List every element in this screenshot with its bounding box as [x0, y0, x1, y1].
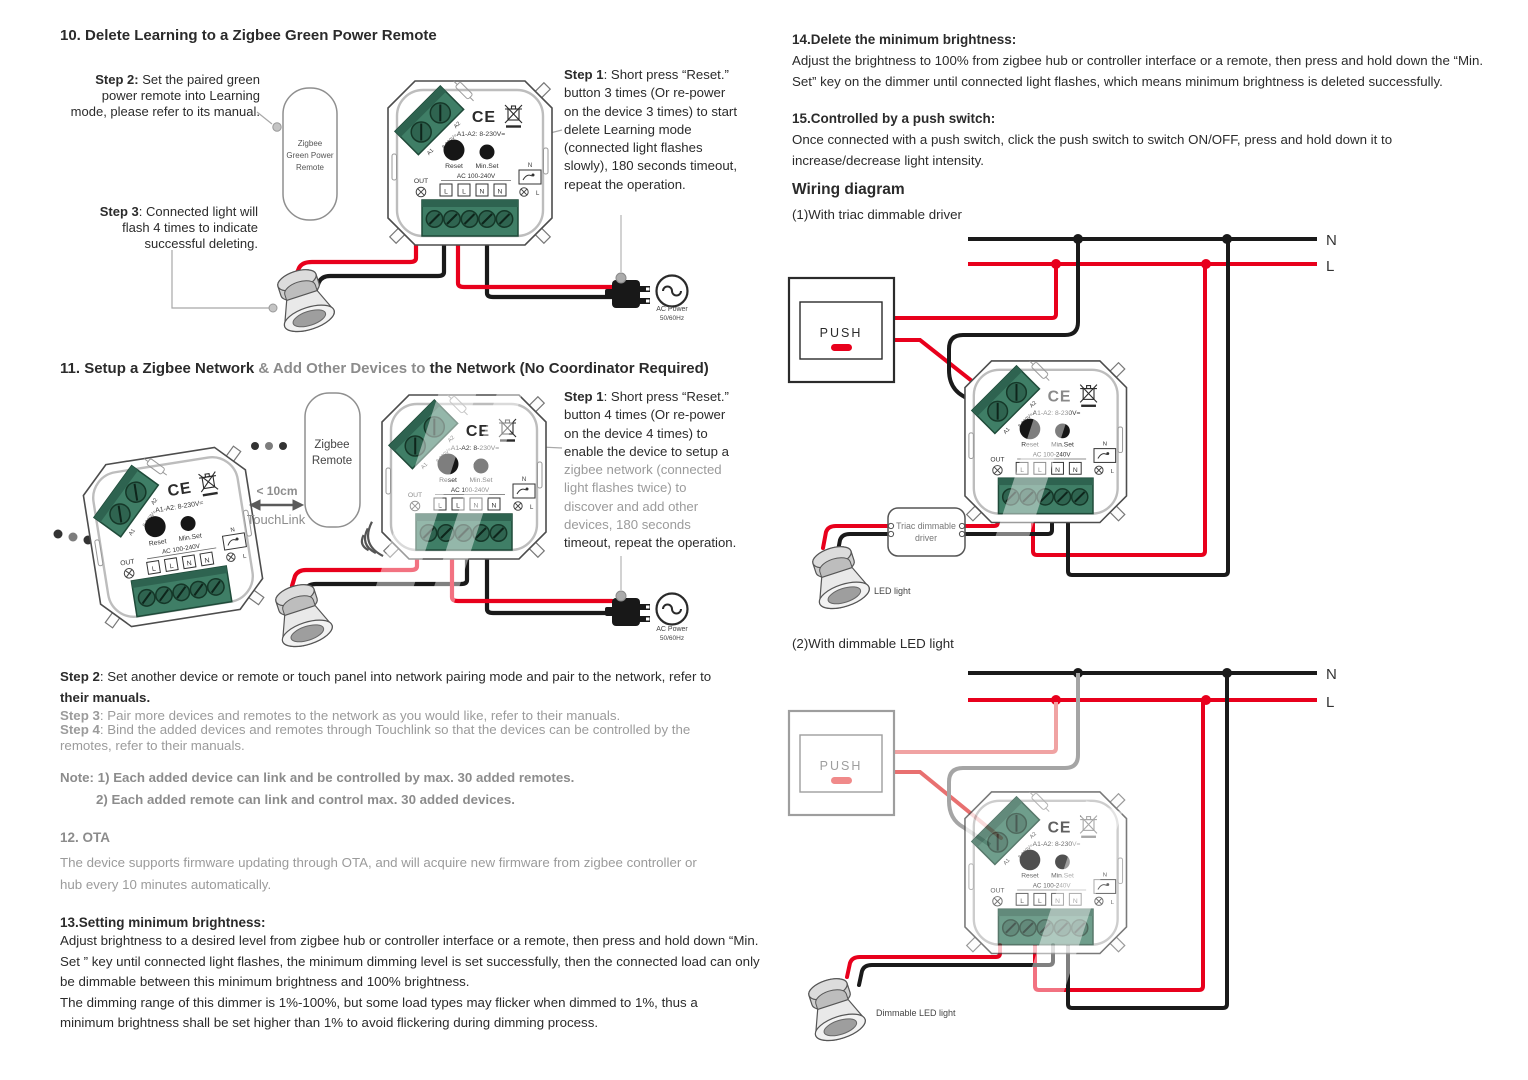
wire: [1031, 266, 1207, 557]
wiring-diagram-1: N L Triac dimmable driver LED light: [787, 232, 1337, 615]
section10-step1-text: Step 1: Short press “Reset.” button 3 ti…: [564, 67, 737, 192]
touchlink-arrow: [248, 499, 305, 511]
wire: [484, 547, 615, 616]
wire: [449, 547, 615, 604]
wire: [964, 514, 1054, 536]
leader-dot: [268, 303, 278, 313]
svg-text:Remote: Remote: [312, 455, 352, 467]
wire: [289, 547, 420, 589]
note-line1: Note: 1) Each added device can link and …: [60, 770, 575, 785]
wire: [947, 673, 1080, 847]
svg-text:50/60Hz: 50/60Hz: [660, 315, 684, 322]
wire: [894, 266, 1058, 320]
ota-paragraph: The device supports firmware updating th…: [60, 855, 697, 892]
touchlink-label: TouchLink: [247, 512, 306, 527]
diagram1-caption: (1)With triac dimmable driver: [792, 207, 962, 222]
led-light-label: LED light: [874, 586, 911, 596]
svg-text:L: L: [1326, 694, 1334, 711]
wiring-diagram-heading: Wiring diagram: [792, 181, 905, 198]
wire: [1066, 241, 1230, 577]
wire: [455, 233, 615, 290]
leader-dot: [272, 122, 282, 132]
distance-label: < 10cm: [256, 484, 297, 498]
wire: [1033, 702, 1205, 992]
section14-heading: 14.Delete the minimum brightness:: [792, 32, 1017, 47]
section10-step3-text: Step 3: Connected light will flash 4 tim…: [99, 204, 258, 252]
section11-diagram: Zigbee Remote < 10cm TouchLink AC Power …: [53, 386, 689, 653]
svg-text:Zigbee: Zigbee: [314, 439, 349, 451]
section10-heading: 10. Delete Learning to a Zigbee Green Po…: [60, 27, 437, 44]
step2-paragraph: Step 2: Set another device or remote or …: [60, 669, 712, 705]
section14-paragraph: Adjust the brightness to 100% from zigbe…: [792, 53, 1484, 89]
section13-heading: 13.Setting minimum brightness:: [60, 915, 266, 930]
step3-paragraph: Step 3: Pair more devices and remotes to…: [60, 708, 621, 723]
wire: [484, 233, 615, 300]
wire: [857, 943, 1055, 987]
section15-heading: 15.Controlled by a push switch:: [792, 111, 996, 126]
svg-text:Remote: Remote: [296, 163, 325, 172]
section15-paragraph: Once connected with a push switch, click…: [792, 132, 1393, 168]
triac-driver: Triac dimmable driver: [887, 507, 966, 557]
leader-line: [171, 250, 269, 309]
wiring-diagram-2: N L Dimmable LED light: [787, 666, 1337, 1047]
section10-step2-text: Step 2: Set the paired green power remot…: [70, 72, 260, 120]
section11-step1-text: Step 1: Short press “Reset.” button 4 ti…: [564, 389, 737, 551]
diagram2-caption: (2)With dimmable LED light: [792, 636, 954, 651]
step4-paragraph: Step 4: Bind the added devices and remot…: [60, 722, 691, 754]
wire: [947, 239, 1080, 414]
svg-text:N: N: [1326, 232, 1337, 249]
section13-paragraph: Adjust brightness to a desired level fro…: [60, 933, 760, 1030]
svg-text:50/60Hz: 50/60Hz: [660, 635, 684, 642]
wire: [821, 524, 892, 550]
wire: [835, 532, 892, 558]
svg-text:driver: driver: [915, 533, 937, 543]
svg-text:L: L: [1326, 258, 1334, 275]
wire: [312, 233, 447, 295]
wire: [1066, 675, 1229, 1010]
wireless-waves-icon: [360, 521, 384, 558]
svg-text:Zigbee: Zigbee: [298, 139, 323, 148]
note-line2: 2) Each added remote can link and contro…: [96, 792, 515, 807]
glare-streaks: [349, 352, 1123, 1060]
svg-text:AC Power: AC Power: [656, 306, 688, 313]
svg-text:Triac dimmable: Triac dimmable: [896, 521, 956, 531]
svg-text:N: N: [1326, 666, 1337, 683]
section10-diagram: Zigbee Green Power Remote AC Power 50/60…: [171, 72, 689, 338]
leader-line: [256, 111, 273, 125]
wire: [894, 702, 1058, 754]
wire: [845, 943, 1002, 979]
led-light-label: Dimmable LED light: [876, 1008, 956, 1018]
wire: [292, 233, 419, 281]
green-power-remote: [282, 87, 338, 221]
svg-text:AC Power: AC Power: [656, 626, 688, 633]
svg-text:Green Power: Green Power: [286, 151, 333, 160]
zigbee-remote: [304, 392, 361, 528]
ota-heading: 12. OTA: [60, 830, 111, 845]
section11-heading: 11. Setup a Zigbee Network & Add Other D…: [60, 360, 709, 377]
